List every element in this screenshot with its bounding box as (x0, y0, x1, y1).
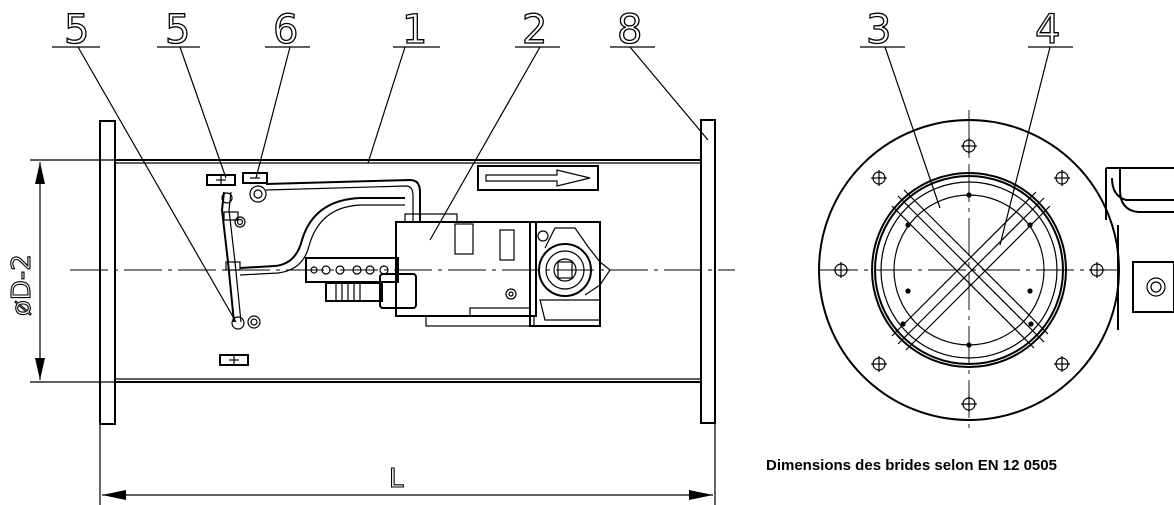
actuator-shaft (538, 243, 592, 297)
pressure-tube-upper (265, 178, 421, 222)
callout-1: 1 (402, 7, 427, 53)
cross-struts (891, 189, 1051, 351)
callout-5b: 5 (165, 7, 190, 53)
leader-5b (179, 46, 227, 179)
callout-4: 4 (1035, 7, 1060, 53)
leader-4 (999, 46, 1051, 246)
airflow-arrow-icon (485, 169, 591, 187)
sensor-clamp-bottom (219, 354, 249, 366)
damper-mechanism (529, 221, 601, 327)
right-flange (700, 119, 716, 424)
tube-connector-6 (242, 172, 268, 184)
side-view (30, 46, 735, 505)
pressure-tube-lower (239, 197, 405, 269)
front-view (818, 46, 1174, 430)
callout-3: 3 (866, 7, 891, 53)
damper-blade (893, 194, 1045, 346)
flange-standard-note: Dimensions des brides selon EN 12 0505 (766, 457, 1057, 474)
callout-6: 6 (273, 7, 298, 53)
leader-1 (367, 46, 406, 164)
leader-8 (629, 46, 709, 141)
leader-2 (429, 46, 541, 241)
front-actuator-stub (1105, 167, 1174, 220)
flange-bolt-holes (833, 138, 1105, 412)
inner-rivets (900, 192, 1034, 348)
airflow-arrow-label (477, 165, 599, 191)
leader-6 (255, 46, 291, 179)
callout-8: 8 (617, 7, 642, 53)
callout-2: 2 (522, 7, 547, 53)
leader-5a (77, 46, 237, 323)
duct-body (114, 159, 702, 383)
callout-5a: 5 (64, 7, 89, 53)
leader-3 (884, 46, 941, 209)
sensor-clamp-top (206, 174, 236, 186)
left-flange (99, 120, 116, 425)
length-label: L (389, 464, 404, 494)
diameter-label: øD-2 (7, 254, 37, 316)
